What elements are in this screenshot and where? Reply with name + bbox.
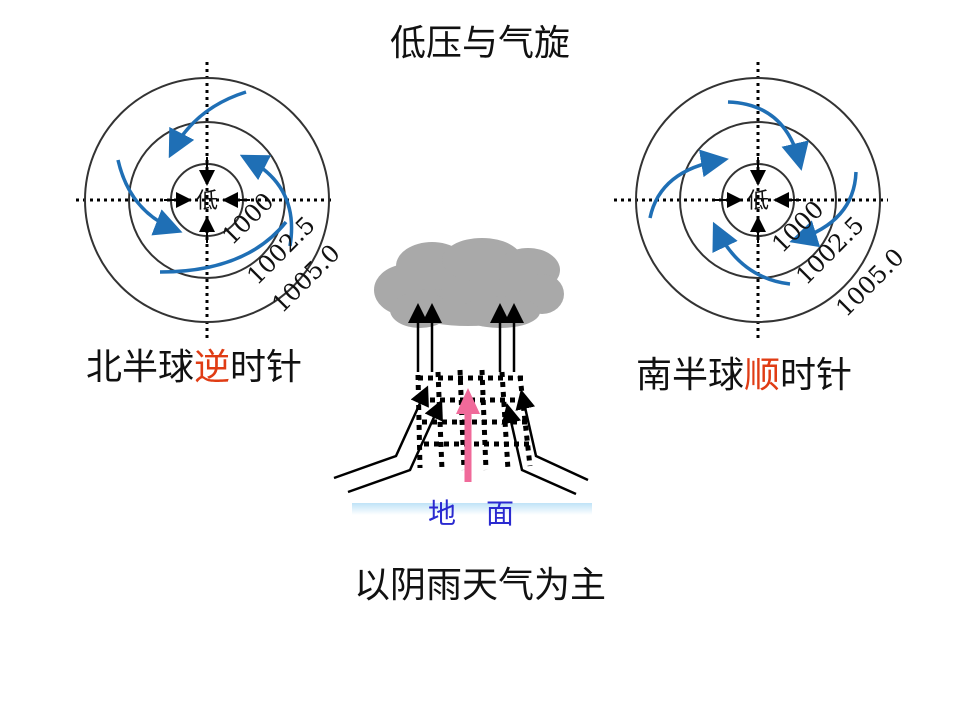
ground-surface [352,503,592,515]
sh-caption-highlight: 顺 [744,355,781,396]
nh-wind-arrow [159,220,288,274]
uplift-arrow-head [456,388,480,414]
sh-isobar-outer [635,77,881,323]
page-title: 低压与气旋 [389,23,570,64]
sh-wind-arrow [727,100,809,171]
nh-caption-prefix: 北半球 [86,347,195,388]
nh-caption-highlight: 逆 [194,347,231,388]
sh-wind-arrow [648,149,729,219]
sh-caption: 南半球顺时针 [636,346,852,398]
ground-char: 地 [427,497,458,530]
right-inflow-arrows [501,389,589,496]
sh-wind-arrow [789,171,858,248]
nh-wind-arrow [116,159,183,236]
convergence-zone [415,369,533,471]
nh-caption-suffix: 时针 [230,347,303,388]
sh-caption-prefix: 南半球 [636,355,745,396]
nh-caption: 北半球逆时针 [86,338,302,390]
cloud-icon [374,238,564,328]
left-inflow-arrows [333,385,443,494]
nh-isobar-diagram: 低 1000 1002.5 1005.0 [76,62,346,338]
bottom-caption: 以阴雨天气为主 [353,565,606,606]
sh-wind-arrow [712,221,791,286]
sh-low-label: 低 [747,189,769,214]
ground-label: 地面 [352,492,592,532]
vertical-convection-diagram [333,238,592,515]
sh-isobar-middle [679,121,837,279]
sh-isobar-diagram: 低 1000 1002.5 1005.0 [614,62,910,338]
nh-isobar-outer [84,77,330,323]
nh-wind-arrow [168,90,247,159]
ground-char: 面 [486,497,517,530]
updraft-arrows [408,303,524,372]
nh-wind-arrow [239,154,294,247]
nh-low-label: 低 [196,189,218,214]
sh-caption-suffix: 时针 [780,355,853,396]
